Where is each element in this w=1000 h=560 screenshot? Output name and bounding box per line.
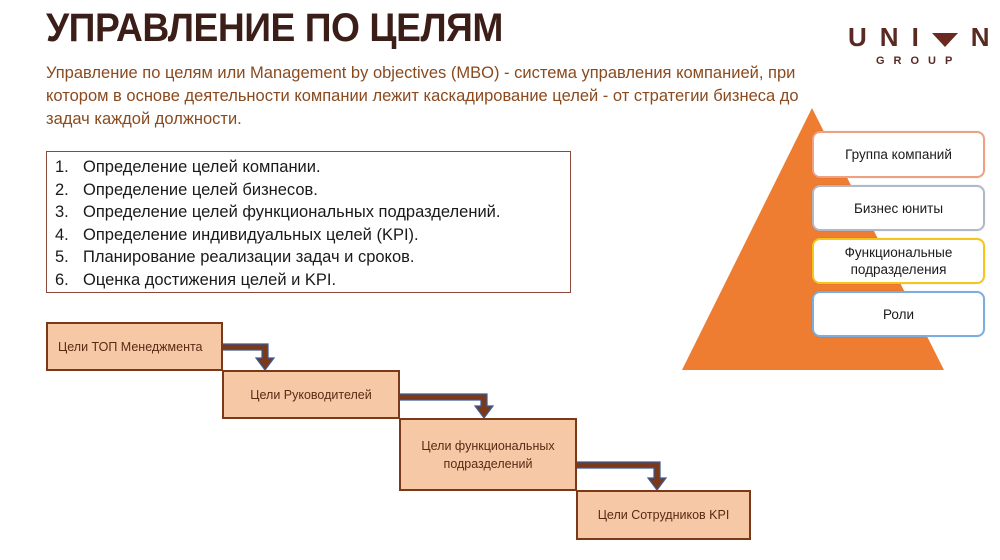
pyramid-level-group: Группа компаний xyxy=(812,131,985,178)
diamond-icon xyxy=(931,32,958,47)
pyramid-level-business-units: Бизнес юниты xyxy=(812,185,985,231)
list-item: 4.Определение индивидуальных целей (KPI)… xyxy=(55,225,419,244)
list-item: 5.Планирование реализации задач и сроков… xyxy=(55,248,415,266)
cascade-arrow xyxy=(575,461,668,491)
cascade-step-functional-units: Цели функциональных подразделений xyxy=(399,418,577,491)
subtitle: Управление по целям или Management by ob… xyxy=(46,64,799,128)
cascade-step-employees-kpi: Цели Сотрудников KPI xyxy=(576,490,751,540)
cascade-step-managers: Цели Руководителей xyxy=(222,370,400,419)
pyramid-level-roles: Роли xyxy=(812,291,985,337)
cascade-arrow xyxy=(398,393,495,419)
list-item: 3.Определение целей функциональных подра… xyxy=(55,203,501,221)
list-item: 1.Определение целей компании. xyxy=(55,158,321,176)
cascade-arrow xyxy=(221,343,276,371)
pyramid-level-functional-units: Функциональные подразделения xyxy=(812,238,985,284)
list-item: 2.Определение целей бизнесов. xyxy=(55,180,318,199)
list-item: 6.Оценка достижения целей и KPI. xyxy=(55,270,337,289)
page-title: УПРАВЛЕНИЕ ПО ЦЕЛЯМ xyxy=(46,6,503,50)
steps-list: 1.Определение целей компании. 2.Определе… xyxy=(46,151,571,293)
cascade-step-top-management: Цели ТОП Менеджмента xyxy=(46,322,223,371)
